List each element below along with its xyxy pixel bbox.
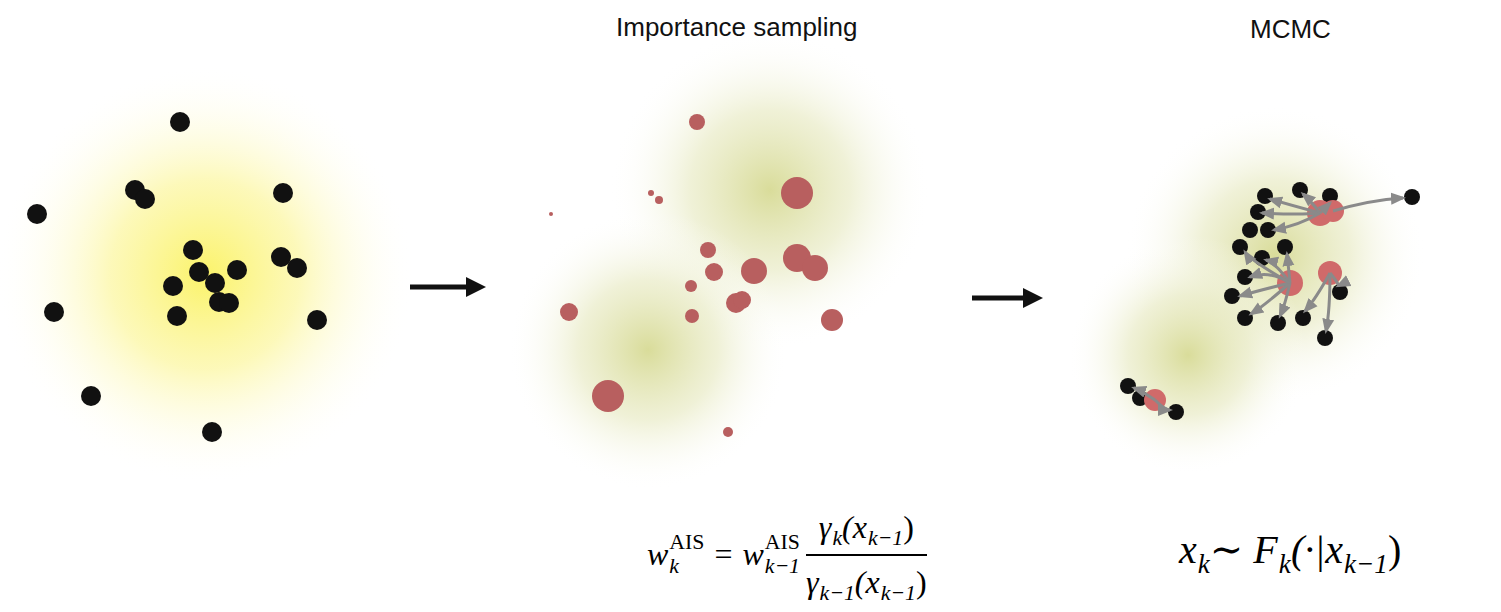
formula-symbol: k−1 [868,527,903,551]
equation: xk∼ Fk(·|xk−1) [1179,521,1401,579]
formula-symbol: w [647,537,668,572]
formula-symbol: k [1279,550,1291,580]
formula-symbol: k−1 [1344,550,1388,580]
formula-symbol: γ [819,510,832,545]
formula-symbol: k [832,527,842,551]
formula-symbol: ∼ F [1210,528,1278,572]
formula-symbol: x [1179,528,1197,572]
formula-symbol: = [714,537,732,572]
prior-panel [0,65,415,485]
formula-symbol: γ [806,565,819,600]
formula-symbol: k [669,555,704,579]
formula-symbol: ) [1388,528,1401,572]
formula-symbol: (x [855,565,880,600]
mcmc-panel [1068,105,1425,475]
formula-symbol: AIS [669,531,704,555]
formula-symbol: ) [903,510,914,545]
formula-symbol: k−1 [881,582,916,606]
formula-symbol: k [1198,550,1210,580]
panel-title: MCMC [1250,14,1331,45]
formula-symbol: k−1 [765,555,800,579]
step-arrow [410,285,478,290]
importance-panel [508,30,930,490]
formula-symbol: k−1 [820,582,855,606]
formula-symbol: w [742,537,763,572]
equation: wAISk=wAISk−1γk(xk−1)γk−1(xk−1) [647,504,933,606]
formula-symbol: (x [842,510,867,545]
fraction-bar [806,554,927,556]
panel-title: Importance sampling [616,12,857,43]
formula-symbol: AIS [765,531,800,555]
step-arrow [972,296,1035,301]
formula-symbol: ) [916,565,927,600]
formula-symbol: (·|x [1291,528,1343,572]
